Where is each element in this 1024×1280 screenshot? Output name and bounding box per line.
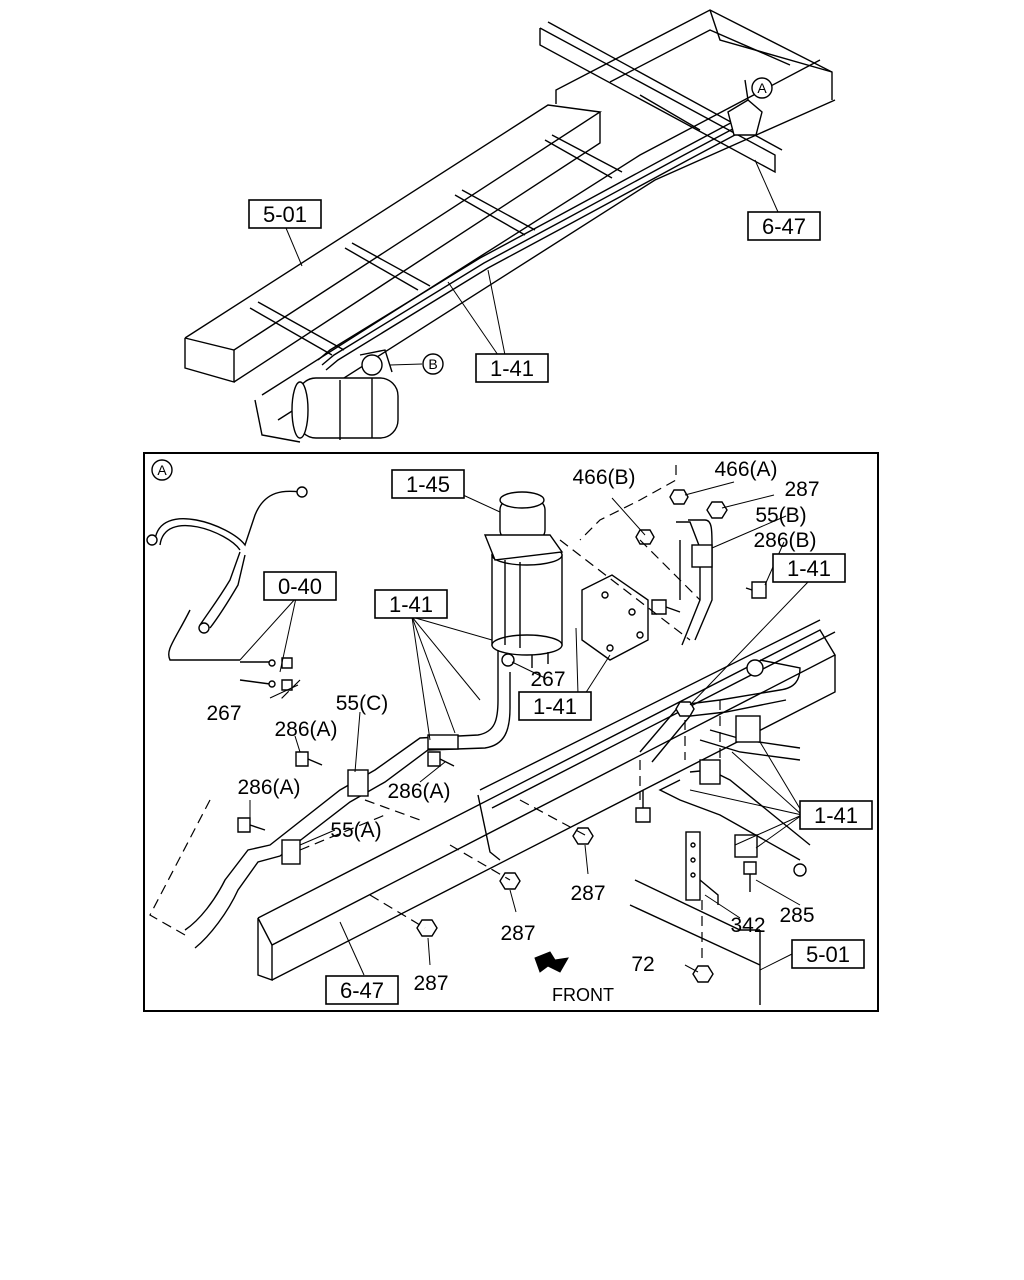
ref-1-41-left: 1-41: [374, 589, 448, 619]
part-466b: 466(B): [572, 466, 635, 489]
part-286a-1: 286(A): [274, 718, 337, 741]
lower-frame-channels: [257, 619, 836, 981]
part-55a: 55(A): [330, 819, 381, 842]
front-arrow: FRONT: [534, 951, 614, 1005]
chassis-frame: [184, 9, 836, 443]
ref-1-41-left-text: 1-41: [389, 592, 433, 617]
callout-a-text: A: [157, 462, 167, 478]
ref-1-41-center: 1-41: [518, 691, 592, 721]
ref-6-47-upper-text: 6-47: [762, 214, 806, 239]
nut-72: [692, 965, 714, 983]
nuts: [416, 489, 728, 983]
right-channel: [629, 879, 761, 1005]
nut-287-top: [706, 501, 728, 519]
clamp-55a: [281, 839, 301, 865]
bolt-285: [743, 861, 757, 892]
part-286a-2: 286(A): [387, 780, 450, 803]
marker-a-upper: A: [751, 77, 773, 99]
part-342: 342: [730, 914, 765, 937]
part-287-c: 287: [413, 972, 448, 995]
air-tank: [291, 377, 399, 440]
clamp-right-b: [699, 759, 721, 785]
ref-1-41-right: 1-41: [799, 800, 873, 830]
ref-1-45-text: 1-45: [406, 472, 450, 497]
marker-b-upper-text: B: [428, 356, 437, 372]
ref-1-41-right-text: 1-41: [814, 803, 858, 828]
clamp-upper: [427, 734, 459, 750]
upper-overview: 5-01 6-47 1-41 A B: [184, 9, 836, 443]
flex-hose: [146, 486, 308, 691]
bolt-center: [635, 790, 651, 823]
ref-0-40: 0-40: [263, 571, 337, 601]
ref-1-45: 1-45: [391, 469, 465, 499]
bolt-286a-1: [295, 751, 323, 767]
front-label: FRONT: [552, 985, 614, 1005]
part-466a: 466(A): [714, 458, 777, 481]
nut-right: [675, 701, 695, 717]
valve-a: [727, 79, 763, 136]
nut-287-c: [416, 919, 438, 937]
part-267-mid: 267: [530, 668, 565, 691]
part-number-labels: 466(B) 466(A) 287 55(B) 286(B) 267 267 5…: [206, 458, 819, 995]
part-287-top: 287: [784, 478, 819, 501]
part-285: 285: [779, 904, 814, 927]
ref-6-47-detail: 6-47: [325, 975, 399, 1005]
detail-view-a: A: [143, 452, 879, 1012]
bolt-286a-3: [237, 817, 266, 833]
ref-1-41-right-top: 1-41: [772, 553, 846, 583]
ref-5-01-upper: 5-01: [248, 199, 322, 229]
callout-a: A: [151, 459, 173, 481]
clamp-55b: [691, 544, 713, 568]
nut-466a: [669, 489, 689, 505]
marker-b-upper: B: [422, 353, 444, 375]
ref-1-41-center-text: 1-41: [533, 694, 577, 719]
part-55b: 55(B): [755, 504, 806, 527]
clamp-55c: [347, 769, 369, 797]
part-55c: 55(C): [336, 692, 389, 715]
part-287-b: 287: [500, 922, 535, 945]
nut-287-b: [499, 872, 521, 890]
bolt-286a-2: [427, 751, 455, 767]
part-286a-3: 286(A): [237, 776, 300, 799]
upper-leaders: [285, 159, 779, 366]
ref-5-01-upper-text: 5-01: [263, 202, 307, 227]
clamp-right-c: [734, 834, 758, 858]
detail-frame: [143, 452, 879, 1012]
ref-5-01-detail: 5-01: [791, 939, 865, 969]
assembly-lines: [149, 465, 721, 960]
brake-pipes: [317, 107, 753, 371]
brake-valve: [483, 491, 564, 668]
nut-466b: [635, 529, 655, 545]
valve-b: [359, 349, 393, 376]
valve-bracket: [581, 574, 649, 661]
ref-6-47-detail-text: 6-47: [340, 978, 384, 1003]
ref-1-41-right-top-text: 1-41: [787, 556, 831, 581]
part-286b: 286(B): [753, 529, 816, 552]
part-267-left: 267: [206, 702, 241, 725]
ref-1-41-upper-text: 1-41: [490, 356, 534, 381]
ref-0-40-text: 0-40: [278, 574, 322, 599]
washer-267: [501, 653, 515, 667]
detail-leaders: [239, 481, 809, 976]
marker-a-upper-text: A: [757, 80, 767, 96]
ref-6-47-upper: 6-47: [747, 211, 821, 241]
ref-5-01-detail-text: 5-01: [806, 942, 850, 967]
bracket-342: [685, 831, 719, 905]
part-72: 72: [631, 953, 654, 976]
part-287-a: 287: [570, 882, 605, 905]
bolt-bracket: [651, 599, 681, 615]
clamp-right-a: [735, 715, 761, 743]
ref-1-41-upper: 1-41: [475, 353, 549, 383]
pipe-clamps: [281, 544, 761, 865]
nut-287-a: [572, 827, 594, 845]
bolt-286b: [745, 581, 767, 599]
